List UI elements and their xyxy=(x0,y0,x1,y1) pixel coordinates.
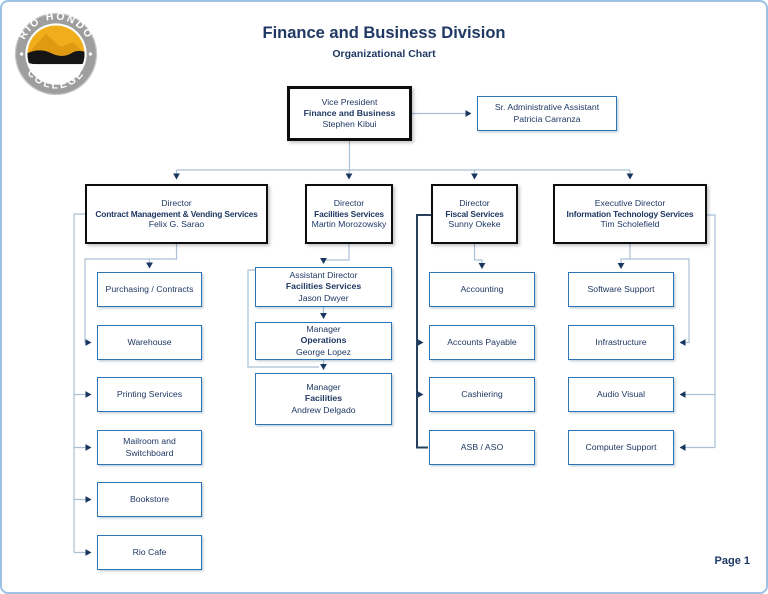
page-title: Finance and Business Division xyxy=(262,24,506,42)
director-role: Director xyxy=(333,197,365,208)
unit-bookstore-box: Bookstore xyxy=(97,482,202,517)
page-subtitle: Organizational Chart xyxy=(332,48,436,60)
unit-label: Audio Visual xyxy=(596,388,646,399)
unit-label: Rio Cafe xyxy=(132,546,167,557)
unit-label: Accounting xyxy=(460,283,504,294)
sr-admin-assistant-box: Sr. Administrative Assistant Patricia Ca… xyxy=(477,96,617,131)
vp-role: Vice President xyxy=(321,96,378,107)
unit-rio-cafe-box: Rio Cafe xyxy=(97,535,202,570)
unit-audio-visual-box: Audio Visual xyxy=(568,377,674,412)
unit-label: Computer Support xyxy=(585,441,657,452)
staff-name: George Lopez xyxy=(295,346,352,357)
director-name: Martin Morozowsky xyxy=(311,219,387,230)
unit-software-support-box: Software Support xyxy=(568,272,674,307)
director-department: Fiscal Services xyxy=(445,208,504,219)
unit-cashiering-box: Cashiering xyxy=(429,377,535,412)
director-facilities-box: Director Facilities Services Martin Moro… xyxy=(305,184,393,244)
unit-purchasing-contracts-box: Purchasing / Contracts xyxy=(97,272,202,307)
page-number: Page 1 xyxy=(714,555,750,567)
staff-department: Facilities Services xyxy=(285,281,362,292)
staff-name: Jason Dwyer xyxy=(298,292,349,303)
director-role: Director xyxy=(459,197,490,208)
executive-director-it-box: Executive Director Information Technolog… xyxy=(553,184,707,244)
director-fiscal-box: Director Fiscal Services Sunny Okeke xyxy=(431,184,518,244)
director-name: Felix G. Sarao xyxy=(148,219,205,230)
staff-role: Manager xyxy=(306,324,341,335)
assistant-role: Sr. Administrative Assistant xyxy=(494,102,600,113)
vp-name: Stephen Kibui xyxy=(322,119,377,130)
unit-mailroom-switchboard-box: Mailroom and Switchboard xyxy=(97,430,202,465)
staff-department: Operations xyxy=(300,335,347,346)
staff-role: Assistant Director xyxy=(289,270,358,281)
unit-label: Accounts Payable xyxy=(447,336,517,347)
staff-name: Andrew Delgado xyxy=(291,404,356,415)
assistant-name: Patricia Carranza xyxy=(513,113,581,124)
unit-infrastructure-box: Infrastructure xyxy=(568,325,674,360)
unit-label: Bookstore xyxy=(129,493,170,504)
director-department: Information Technology Services xyxy=(566,208,694,219)
vp-finance-business-box: Vice President Finance and Business Step… xyxy=(287,86,412,141)
unit-accounts-payable-box: Accounts Payable xyxy=(429,325,535,360)
unit-label: Infrastructure xyxy=(595,336,647,347)
manager-facilities-box: Manager Facilities Andrew Delgado xyxy=(255,373,392,425)
rio-hondo-college-seal-logo: RIO HONDO COLLEGE xyxy=(14,12,98,96)
unit-printing-services-box: Printing Services xyxy=(97,377,202,412)
director-name: Tim Scholefield xyxy=(600,219,660,230)
director-name: Sunny Okeke xyxy=(448,219,501,230)
director-contract-management-box: Director Contract Management & Vending S… xyxy=(85,184,268,244)
unit-accounting-box: Accounting xyxy=(429,272,535,307)
director-role: Executive Director xyxy=(594,197,666,208)
staff-department: Facilities xyxy=(304,393,343,404)
unit-computer-support-box: Computer Support xyxy=(568,430,674,465)
unit-label: Mailroom and Switchboard xyxy=(123,436,176,458)
unit-label: Cashiering xyxy=(461,388,503,399)
staff-role: Manager xyxy=(306,382,341,393)
assistant-director-facilities-box: Assistant Director Facilities Services J… xyxy=(255,267,392,307)
unit-label: Warehouse xyxy=(127,336,172,347)
vp-department: Finance and Business xyxy=(303,107,396,118)
manager-operations-box: Manager Operations George Lopez xyxy=(255,322,392,360)
director-department: Contract Management & Vending Services xyxy=(95,208,258,219)
unit-warehouse-box: Warehouse xyxy=(97,325,202,360)
director-role: Director xyxy=(161,197,192,208)
unit-label: Printing Services xyxy=(116,388,183,399)
unit-label: Software Support xyxy=(587,283,655,294)
director-department: Facilities Services xyxy=(314,208,384,219)
unit-asb-aso-box: ASB / ASO xyxy=(429,430,535,465)
unit-label: Purchasing / Contracts xyxy=(105,283,194,294)
unit-label: ASB / ASO xyxy=(460,441,504,452)
